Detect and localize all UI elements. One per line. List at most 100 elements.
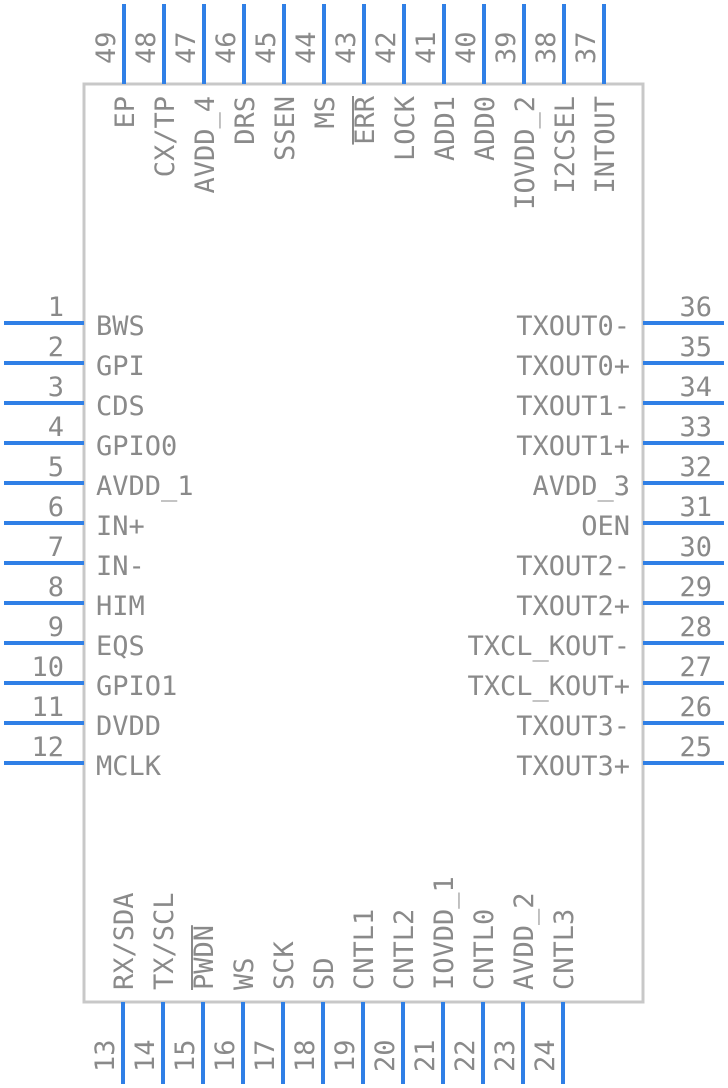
pin-number-45: 45: [251, 31, 282, 64]
pin-label-12: MCLK: [96, 751, 162, 782]
pin-number-35: 35: [679, 332, 712, 363]
pin-number-18: 18: [290, 1039, 321, 1072]
pin-label-22: CNTL0: [469, 909, 500, 990]
pin-label-18: SD: [309, 957, 340, 990]
pin-number-24: 24: [530, 1039, 561, 1072]
pin-number-10: 10: [31, 652, 64, 683]
pin-label-10: GPIO1: [96, 671, 177, 702]
pin-number-31: 31: [679, 492, 712, 523]
pin-number-37: 37: [571, 31, 602, 64]
pin-label-8: HIM: [96, 591, 145, 622]
pin-number-34: 34: [679, 372, 712, 403]
pin-label-27: TXCL_KOUT+: [467, 671, 630, 702]
pin-number-29: 29: [679, 572, 712, 603]
pin-label-3: CDS: [96, 391, 145, 422]
pin-number-36: 36: [679, 292, 712, 323]
pin-number-17: 17: [250, 1039, 281, 1072]
pin-number-4: 4: [48, 412, 64, 443]
pin-number-12: 12: [31, 732, 64, 763]
pin-number-38: 38: [531, 31, 562, 64]
pin-label-38: I2CSEL: [550, 96, 581, 194]
pin-label-2: GPI: [96, 351, 145, 382]
pin-number-40: 40: [451, 31, 482, 64]
pin-label-30: TXOUT2-: [516, 551, 630, 582]
pin-label-17: SCK: [269, 940, 300, 990]
pin-label-36: TXOUT0-: [516, 311, 630, 342]
pin-label-1: BWS: [96, 311, 145, 342]
pin-label-32: AVDD_3: [532, 471, 630, 502]
pin-number-30: 30: [679, 532, 712, 563]
pin-label-40: ADD0: [470, 96, 501, 161]
pin-label-45: SSEN: [270, 96, 301, 161]
pin-label-5: AVDD_1: [96, 471, 194, 502]
pin-number-28: 28: [679, 612, 712, 643]
pin-number-15: 15: [170, 1039, 201, 1072]
pin-number-5: 5: [48, 452, 64, 483]
pin-label-37: INTOUT: [590, 96, 621, 194]
pin-number-44: 44: [291, 31, 322, 64]
pin-label-23: AVDD_2: [509, 892, 540, 990]
pin-label-34: TXOUT1-: [516, 391, 630, 422]
pin-number-49: 49: [91, 31, 122, 64]
pin-number-22: 22: [450, 1039, 481, 1072]
pin-label-21: IOVDD_1: [429, 876, 460, 990]
pin-label-43: ERR: [350, 95, 381, 145]
pin-number-43: 43: [331, 31, 362, 64]
pin-number-33: 33: [679, 412, 712, 443]
pin-label-13: RX/SDA: [109, 892, 140, 990]
pin-number-8: 8: [48, 572, 64, 603]
pin-label-19: CNTL1: [349, 909, 380, 990]
pin-number-3: 3: [48, 372, 64, 403]
pin-label-15: PWDN: [189, 925, 220, 990]
pin-number-7: 7: [48, 532, 64, 563]
pin-number-41: 41: [411, 31, 442, 64]
pin-number-9: 9: [48, 612, 64, 643]
pin-number-27: 27: [679, 652, 712, 683]
pin-label-47: AVDD_4: [190, 96, 221, 194]
pin-label-16: WS: [229, 957, 260, 990]
pin-label-9: EQS: [96, 631, 145, 662]
pin-label-49: EP: [110, 96, 141, 129]
pin-number-1: 1: [48, 292, 64, 323]
pin-number-46: 46: [211, 31, 242, 64]
pin-number-20: 20: [370, 1039, 401, 1072]
pin-number-19: 19: [330, 1039, 361, 1072]
pin-label-48: CX/TP: [150, 96, 181, 177]
pin-label-44: MS: [310, 96, 341, 129]
pin-number-23: 23: [490, 1039, 521, 1072]
pin-number-48: 48: [131, 31, 162, 64]
pin-label-28: TXCL_KOUT-: [467, 631, 630, 662]
pin-number-21: 21: [410, 1039, 441, 1072]
pin-label-14: TX/SCL: [149, 892, 180, 990]
pin-label-25: TXOUT3+: [516, 751, 630, 782]
pin-label-4: GPIO0: [96, 431, 177, 462]
pin-number-26: 26: [679, 692, 712, 723]
pin-number-6: 6: [48, 492, 64, 523]
pin-number-39: 39: [491, 31, 522, 64]
ic-package-body: [82, 82, 645, 1004]
pin-label-24: CNTL3: [549, 909, 580, 990]
pin-number-14: 14: [130, 1039, 161, 1072]
pin-number-11: 11: [31, 692, 64, 723]
pin-label-7: IN-: [96, 551, 145, 582]
pin-label-31: OEN: [581, 511, 630, 542]
pin-label-35: TXOUT0+: [516, 351, 630, 382]
pin-number-25: 25: [679, 732, 712, 763]
pin-label-46: DRS: [230, 96, 261, 145]
pin-label-11: DVDD: [96, 711, 161, 742]
pin-label-39: IOVDD_2: [510, 96, 541, 210]
pin-label-33: TXOUT1+: [516, 431, 630, 462]
pin-label-20: CNTL2: [389, 909, 420, 990]
pin-label-26: TXOUT3-: [516, 711, 630, 742]
pin-label-41: ADD1: [430, 96, 461, 161]
pin-label-42: LOCK: [390, 95, 421, 161]
pin-number-32: 32: [679, 452, 712, 483]
pin-number-13: 13: [90, 1039, 121, 1072]
pin-number-16: 16: [210, 1039, 241, 1072]
pin-number-2: 2: [48, 332, 64, 363]
pin-label-6: IN+: [96, 511, 145, 542]
pin-number-47: 47: [171, 31, 202, 64]
pin-label-29: TXOUT2+: [516, 591, 630, 622]
